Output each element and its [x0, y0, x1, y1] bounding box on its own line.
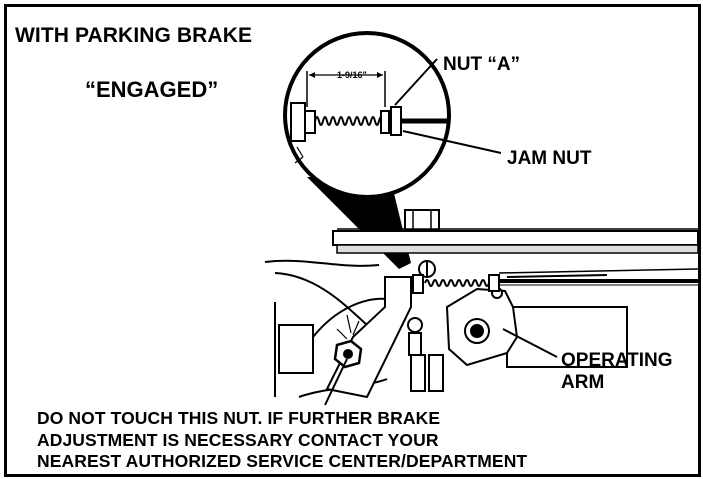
diagram-frame: WITH PARKING BRAKE “ENGAGED” NUT “A” JAM…	[4, 4, 701, 477]
lower-spring	[412, 268, 698, 294]
brake-state-label: “ENGAGED”	[85, 77, 219, 102]
zoom-circle	[283, 31, 451, 199]
dimension-label: 1-9/16"	[337, 70, 367, 80]
operating-arm-callout: OPERATING ARM	[561, 350, 673, 394]
brake-mechanism-illustration	[264, 31, 698, 406]
jam-nut-callout: JAM NUT	[507, 148, 592, 169]
notice-line-1: DO NOT TOUCH THIS NUT. IF FURTHER BRAKE	[37, 408, 441, 428]
operating-arm-line-1: OPERATING	[561, 350, 673, 371]
notice-line-2: ADJUSTMENT IS NECESSARY CONTACT YOUR	[37, 429, 439, 450]
warning-notice: DO NOT TOUCH THIS NUT. IF FURTHER BRAKE …	[37, 408, 527, 473]
operating-arm-line-2: ARM	[561, 372, 605, 393]
pulley-assembly	[332, 209, 698, 254]
chassis	[264, 259, 628, 398]
leader-lines	[324, 58, 558, 406]
adjustment-nut	[333, 314, 363, 369]
page-title: WITH PARKING BRAKE	[15, 24, 253, 47]
nut-a-callout: NUT “A”	[443, 54, 521, 75]
notice-line-3: NEAREST AUTHORIZED SERVICE CENTER/DEPART…	[37, 451, 528, 471]
